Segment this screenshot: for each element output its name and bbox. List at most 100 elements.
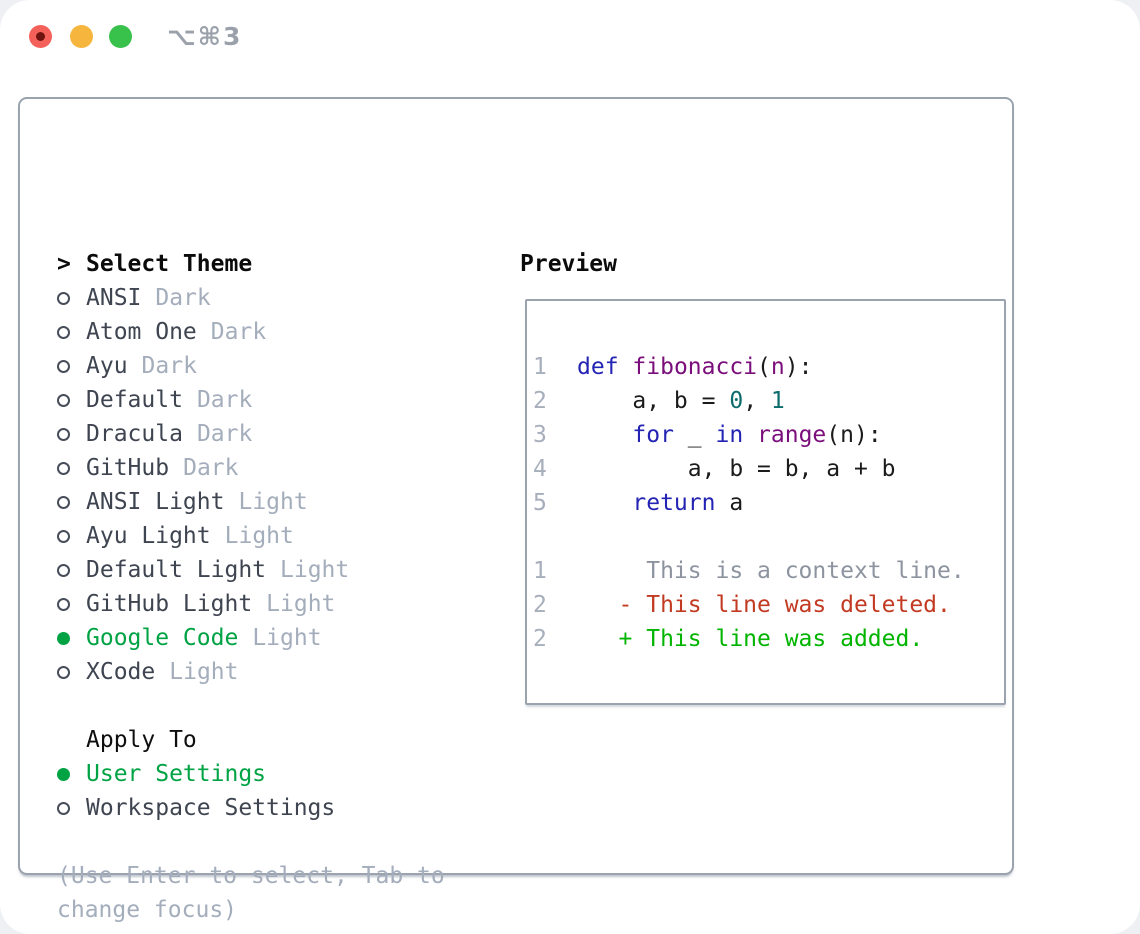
line-number: 2 bbox=[533, 388, 547, 414]
token-kw: def bbox=[577, 354, 619, 380]
line-number: 5 bbox=[533, 490, 547, 516]
line-number: 4 bbox=[533, 456, 547, 482]
radio-ring bbox=[57, 461, 70, 475]
token-pl: (n): bbox=[826, 422, 882, 448]
close-button[interactable] bbox=[29, 25, 52, 48]
apply-option-label: User Settings bbox=[86, 761, 267, 787]
radio-dot bbox=[57, 767, 70, 781]
token-pl: a bbox=[715, 490, 744, 516]
radio-icon bbox=[57, 665, 86, 679]
radio-ring bbox=[57, 665, 70, 679]
radio-ring bbox=[57, 291, 70, 305]
theme-variant: Dark bbox=[210, 319, 267, 345]
blank-line bbox=[533, 520, 1004, 554]
radio-ring bbox=[57, 529, 70, 543]
token-pl bbox=[619, 354, 633, 380]
theme-name: GitHub bbox=[86, 455, 170, 481]
radio-icon bbox=[57, 597, 86, 611]
token-kw: in bbox=[715, 422, 744, 448]
spacer bbox=[57, 825, 445, 859]
theme-name: Ayu bbox=[86, 353, 128, 379]
radio-ring bbox=[57, 393, 70, 407]
theme-option-github[interactable]: GitHub Dark bbox=[57, 451, 445, 485]
token-pl: ( bbox=[757, 354, 771, 380]
theme-list-header: > Select Theme bbox=[57, 247, 445, 281]
radio-ring bbox=[57, 325, 70, 339]
token-fn: fibonacci bbox=[632, 354, 758, 380]
token-pl bbox=[743, 422, 757, 448]
code-text: a, b = b, a + b bbox=[577, 456, 896, 482]
radio-selected-icon bbox=[57, 631, 86, 645]
radio-icon bbox=[57, 359, 86, 373]
radio-ring bbox=[57, 597, 70, 611]
line-number: 2 bbox=[533, 626, 547, 652]
diff-line-added: 2 + This line was added. bbox=[533, 622, 1004, 656]
radio-dot bbox=[57, 631, 70, 645]
theme-variant: Light bbox=[238, 489, 308, 515]
radio-ring bbox=[57, 495, 70, 509]
token-nm: 0 bbox=[729, 388, 744, 414]
radio-icon bbox=[57, 801, 86, 815]
theme-name: Default Light bbox=[86, 557, 267, 583]
radio-ring bbox=[57, 801, 70, 815]
diff-text: - This line was deleted. bbox=[577, 592, 951, 618]
zoom-button[interactable] bbox=[109, 25, 132, 48]
radio-icon bbox=[57, 529, 86, 543]
theme-variant: Dark bbox=[196, 387, 253, 413]
theme-variant: Dark bbox=[183, 455, 239, 481]
line-number: 2 bbox=[533, 592, 547, 618]
radio-icon bbox=[57, 291, 86, 305]
cursor-marker: > bbox=[57, 251, 86, 277]
preview-title: Preview bbox=[520, 251, 617, 277]
radio-icon bbox=[57, 563, 86, 577]
apply-to-title: Apply To bbox=[86, 727, 197, 753]
line-number: 1 bbox=[533, 354, 547, 380]
apply-option-workspace-settings[interactable]: Workspace Settings bbox=[57, 791, 445, 825]
token-pl: , bbox=[743, 388, 771, 414]
code-text: def fibonacci(n): bbox=[577, 354, 812, 380]
radio-icon bbox=[57, 495, 86, 509]
diff-line-context: 1 This is a context line. bbox=[533, 554, 1004, 588]
window-title: ⌥⌘3 bbox=[167, 22, 243, 51]
theme-option-ansi-light[interactable]: ANSI Light Light bbox=[57, 485, 445, 519]
close-dot-icon bbox=[36, 32, 45, 41]
radio-ring bbox=[57, 427, 70, 441]
cursor-icon: > bbox=[57, 251, 71, 277]
diff-text: This is a context line. bbox=[577, 558, 965, 584]
radio-icon bbox=[57, 393, 86, 407]
spacer bbox=[57, 689, 445, 723]
theme-name: Google Code bbox=[86, 625, 239, 651]
diff-line-deleted: 2 - This line was deleted. bbox=[533, 588, 1004, 622]
theme-variant: Light bbox=[224, 523, 294, 549]
token-pl: a, b = bbox=[577, 388, 730, 414]
apply-option-user-settings[interactable]: User Settings bbox=[57, 757, 445, 791]
code-line: 2 a, b = 0, 1 bbox=[533, 384, 1004, 418]
code-text: return a bbox=[577, 490, 743, 516]
code-line: 3 for _ in range(n): bbox=[533, 418, 1004, 452]
radio-ring bbox=[57, 359, 70, 373]
theme-variant: Light bbox=[266, 591, 336, 617]
line-number: 1 bbox=[533, 558, 547, 584]
minimize-button[interactable] bbox=[70, 25, 93, 48]
theme-variant: Dark bbox=[155, 285, 211, 311]
line-number: 3 bbox=[533, 422, 547, 448]
theme-name: XCode bbox=[86, 659, 156, 685]
code-line: 4 a, b = b, a + b bbox=[533, 452, 1004, 486]
token-pl bbox=[577, 490, 632, 516]
radio-icon bbox=[57, 427, 86, 441]
theme-name: ANSI Light bbox=[86, 489, 225, 515]
help-text-line-1: (Use Enter to select, Tab to bbox=[57, 863, 445, 889]
